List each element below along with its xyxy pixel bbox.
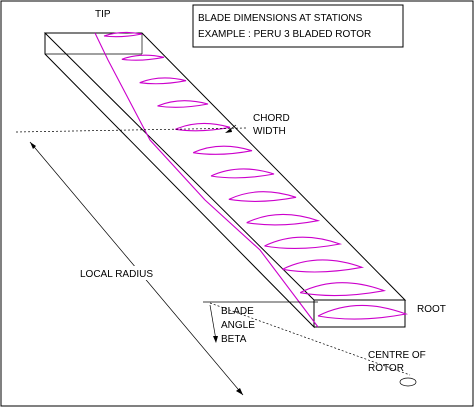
blade-profile-station bbox=[299, 282, 387, 297]
radius-arrow-top bbox=[30, 142, 36, 149]
chord-arrow bbox=[225, 128, 232, 133]
blade-angle-label-line-1: BLADE bbox=[221, 306, 254, 317]
root-label: ROOT bbox=[417, 304, 446, 315]
blade-profiles bbox=[94, 31, 409, 328]
tip-label: TIP bbox=[95, 9, 111, 20]
blade-profile-station bbox=[175, 122, 231, 132]
blade-profile-station bbox=[264, 236, 343, 250]
title-box bbox=[192, 4, 404, 48]
leading-edge-line bbox=[94, 32, 319, 328]
angle-arrow bbox=[213, 336, 218, 343]
blade-profile-station bbox=[157, 100, 209, 108]
blade-angle-label-line-2: ANGLE bbox=[221, 320, 255, 331]
title-line-1: BLADE DIMENSIONS AT STATIONS bbox=[198, 13, 363, 24]
centre-label-line-1: CENTRE OF bbox=[368, 350, 426, 361]
radius-arrow-bottom bbox=[236, 388, 243, 395]
blade-profile-station bbox=[282, 259, 365, 273]
local-radius-label: LOCAL RADIUS bbox=[80, 269, 153, 280]
blade-front-face bbox=[44, 33, 315, 329]
title-line-2: EXAMPLE : PERU 3 BLADED ROTOR bbox=[198, 29, 371, 40]
radius-reference-line-bottom bbox=[209, 302, 411, 376]
blade-profile-station bbox=[246, 213, 321, 226]
blade-profile-station bbox=[121, 54, 165, 61]
blade-root-end bbox=[314, 300, 406, 328]
blade-profile-station bbox=[139, 77, 187, 85]
blade-profile-station bbox=[210, 168, 275, 179]
blade-top-face bbox=[43, 32, 407, 301]
local-radius-label-bg bbox=[76, 266, 160, 280]
rotor-centre-marker bbox=[399, 377, 417, 387]
centre-label-line-2: ROTOR bbox=[368, 363, 404, 374]
blade-profile-station bbox=[103, 31, 143, 38]
blade-profile-station bbox=[192, 145, 253, 155]
blade-profile-station bbox=[317, 304, 409, 320]
angle-arc bbox=[209, 304, 217, 341]
blade-profile-station bbox=[228, 191, 297, 202]
blade-angle-label-line-3: BETA bbox=[221, 334, 247, 345]
chord-label-line-2: WIDTH bbox=[253, 126, 286, 137]
chord-label-line-1: CHORD bbox=[253, 113, 290, 124]
